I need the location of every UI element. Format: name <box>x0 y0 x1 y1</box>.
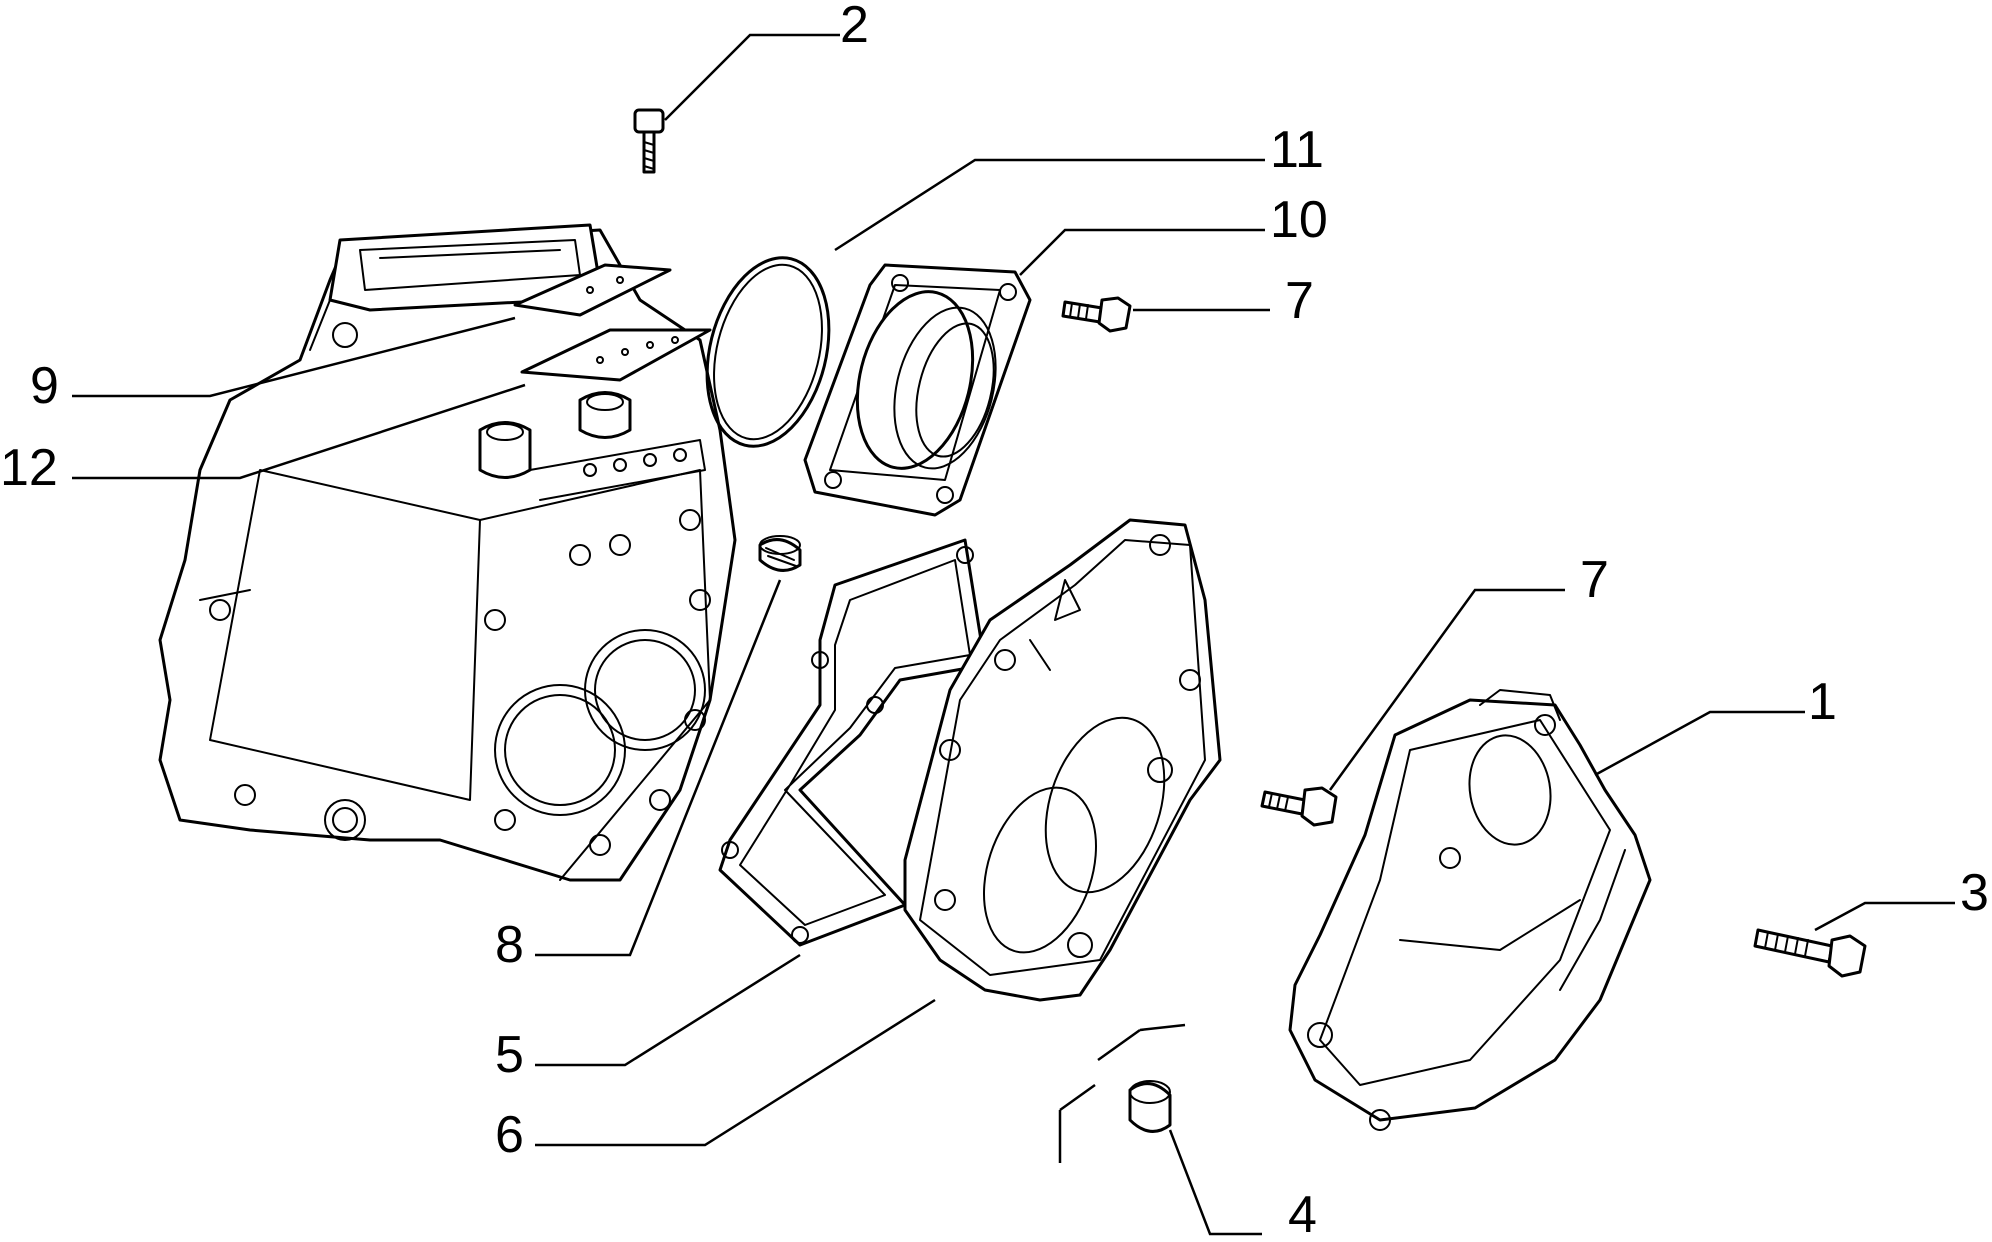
callout-2: 2 <box>840 0 869 54</box>
leader-10 <box>1019 228 1265 276</box>
callout-7b: 7 <box>1580 551 1609 609</box>
flange-part-10 <box>803 263 1032 517</box>
housing-cover-part-1 <box>1288 689 1652 1131</box>
callout-12: 12 <box>0 439 58 497</box>
callout-7a: 7 <box>1285 272 1314 330</box>
callout-11: 11 <box>1270 121 1324 179</box>
leader-3 <box>1814 901 1955 932</box>
leader-2 <box>664 33 840 121</box>
bushing-part-4 <box>1128 1080 1172 1133</box>
bolt-part-7-middle <box>1260 786 1338 827</box>
callout-9: 9 <box>30 357 59 415</box>
leader-11 <box>834 158 1265 252</box>
screw-part-2 <box>633 108 665 174</box>
callout-5: 5 <box>495 1026 524 1084</box>
callout-8: 8 <box>495 916 524 974</box>
gearbox-housing <box>158 223 737 882</box>
gasket-plate-9 <box>513 263 672 317</box>
leader-8 <box>535 579 782 957</box>
leader-1 <box>1594 710 1805 777</box>
callout-10: 10 <box>1270 191 1328 249</box>
reference-bracket <box>1058 1023 1186 1163</box>
leader-9 <box>72 316 516 398</box>
gasket-plate-12 <box>520 328 712 382</box>
pin-part-8 <box>758 535 802 572</box>
bolt-part-7-upper <box>1061 296 1132 333</box>
bolt-part-3 <box>1753 928 1867 978</box>
leader-lines <box>72 33 1955 1236</box>
cover-plate-part-6 <box>903 518 1222 1002</box>
leader-12 <box>72 383 526 480</box>
leader-6 <box>535 998 936 1147</box>
callout-1: 1 <box>1808 673 1837 731</box>
callout-6: 6 <box>495 1106 524 1164</box>
o-ring-part-11 <box>705 256 831 448</box>
callout-4: 4 <box>1288 1186 1317 1237</box>
leader-4 <box>1168 1129 1262 1236</box>
leader-5 <box>535 953 801 1067</box>
callout-3: 3 <box>1960 864 1989 922</box>
leader-7b <box>1328 588 1565 791</box>
